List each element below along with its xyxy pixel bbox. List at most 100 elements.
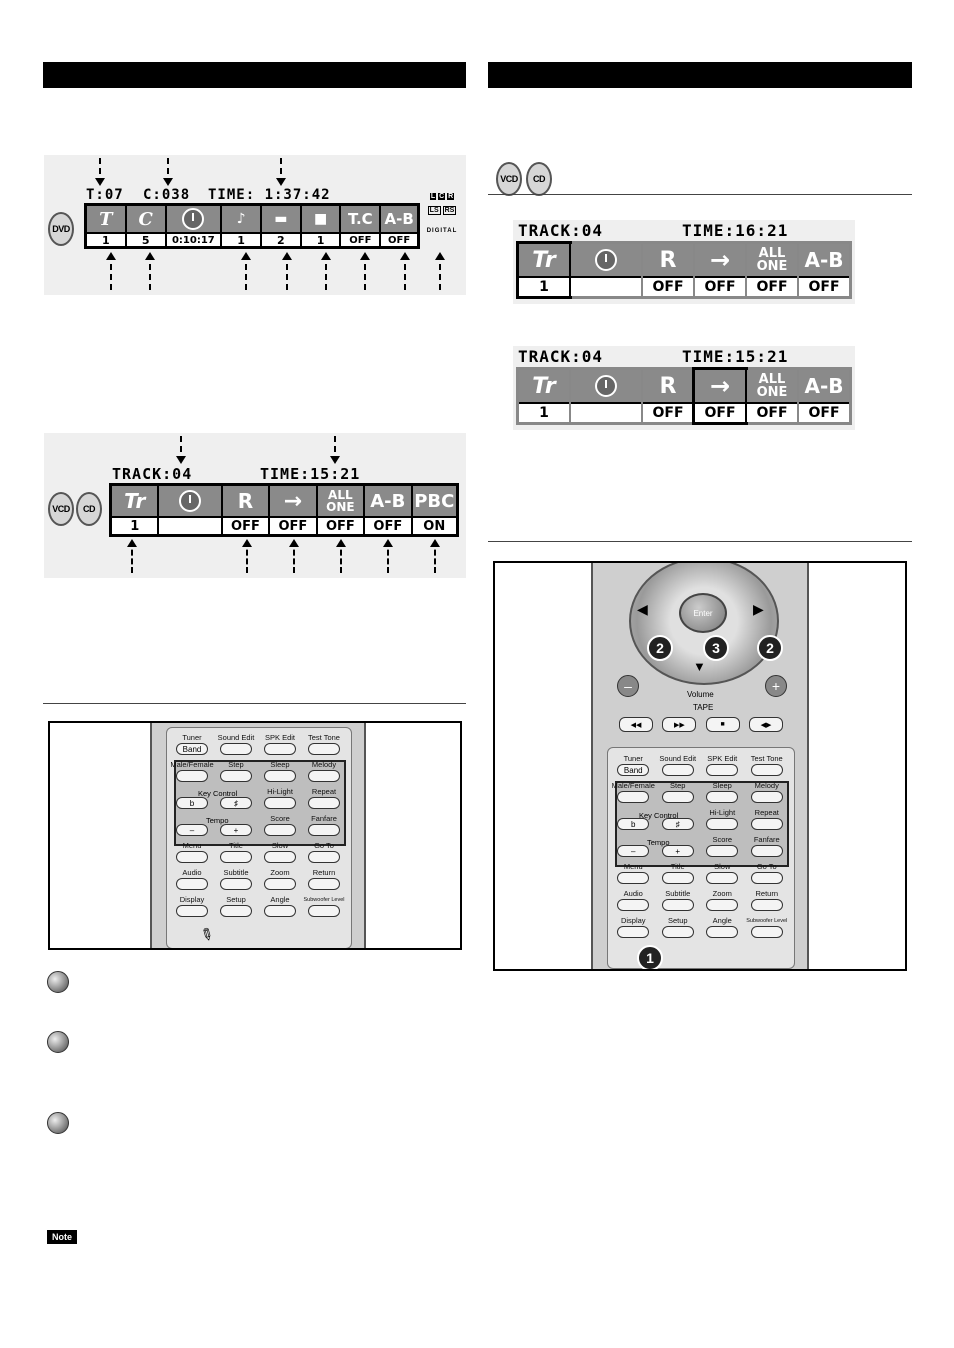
remote-button-cap[interactable] xyxy=(308,770,340,782)
remote-button-cap[interactable]: b xyxy=(176,797,208,809)
remote-button-cap[interactable]: – xyxy=(176,824,208,836)
remote-button[interactable]: Hi-Light xyxy=(704,808,740,830)
remote-button[interactable]: Slow xyxy=(704,862,740,884)
remote-button-cap[interactable] xyxy=(308,905,340,917)
remote-button-cap[interactable]: ♯ xyxy=(220,797,252,809)
remote-button-cap[interactable] xyxy=(750,926,783,938)
remote-button-cap[interactable] xyxy=(750,845,783,857)
remote-button-cap[interactable] xyxy=(308,824,340,836)
remote-button-cap[interactable]: b xyxy=(617,818,650,830)
right-arrow-icon[interactable]: ▶ xyxy=(753,601,764,617)
remote-button[interactable]: Angle xyxy=(704,916,740,938)
remote-button[interactable]: Audio xyxy=(615,889,651,911)
remote-button-cap[interactable]: + xyxy=(220,824,252,836)
remote-button[interactable]: Step xyxy=(218,760,254,782)
remote-button-cap[interactable] xyxy=(706,791,739,803)
navigation-ring[interactable] xyxy=(629,563,779,685)
remote-button[interactable]: Fanfare xyxy=(306,814,342,836)
down-arrow-icon[interactable]: ▼ xyxy=(693,659,706,674)
remote-button-cap[interactable] xyxy=(661,872,694,884)
remote-button-cap[interactable] xyxy=(220,905,252,917)
remote-button[interactable]: Return xyxy=(749,889,785,911)
remote-button-cap[interactable] xyxy=(617,872,650,884)
remote-button-cap[interactable] xyxy=(220,770,252,782)
remote-button-cap[interactable] xyxy=(750,872,783,884)
remote-button[interactable]: Zoom xyxy=(262,868,298,890)
remote-button-cap[interactable] xyxy=(176,770,208,782)
remote-button-cap[interactable] xyxy=(264,743,296,755)
remote-button[interactable]: Male/Female xyxy=(612,781,655,803)
remote-button[interactable]: Repeat xyxy=(749,808,785,830)
left-arrow-icon[interactable]: ◀ xyxy=(637,601,648,617)
remote-button[interactable]: Subtitle xyxy=(660,889,696,911)
remote-button[interactable]: SPK Edit xyxy=(704,754,740,776)
remote-button[interactable]: Male/Female xyxy=(170,760,214,782)
remote-button[interactable]: Go To xyxy=(306,841,342,863)
remote-button[interactable]: Sleep xyxy=(262,760,298,782)
remote-button[interactable]: b xyxy=(615,808,651,830)
remote-button-cap[interactable] xyxy=(706,872,739,884)
remote-button[interactable]: b xyxy=(174,787,210,809)
remote-button-cap[interactable] xyxy=(220,851,252,863)
remote-button[interactable]: Menu xyxy=(174,841,210,863)
remote-button[interactable]: Zoom xyxy=(704,889,740,911)
remote-button[interactable]: Setup xyxy=(660,916,696,938)
remote-button-cap[interactable] xyxy=(706,764,739,776)
remote-button[interactable]: Audio xyxy=(174,868,210,890)
fast-forward-button[interactable]: ▶▶ xyxy=(662,717,697,732)
remote-button-cap[interactable] xyxy=(617,791,650,803)
remote-button[interactable]: Fanfare xyxy=(749,835,785,857)
remote-button[interactable]: Test Tone xyxy=(749,754,785,776)
remote-button-cap[interactable]: ♯ xyxy=(661,818,694,830)
remote-button-cap[interactable] xyxy=(176,878,208,890)
remote-button[interactable]: ♯ xyxy=(218,787,254,809)
remote-button-cap[interactable] xyxy=(264,851,296,863)
remote-button[interactable]: Subwoofer Level xyxy=(746,916,787,938)
remote-button-cap[interactable] xyxy=(617,926,650,938)
remote-button[interactable]: Slow xyxy=(262,841,298,863)
remote-button-cap[interactable] xyxy=(308,851,340,863)
remote-button[interactable]: Sound Edit xyxy=(218,733,254,755)
remote-button[interactable]: Step xyxy=(660,781,696,803)
volume-up-button[interactable]: + xyxy=(765,675,787,697)
remote-button-cap[interactable] xyxy=(706,899,739,911)
remote-button-cap[interactable] xyxy=(264,797,296,809)
remote-button-cap[interactable] xyxy=(264,824,296,836)
remote-button-cap[interactable]: Band xyxy=(617,764,650,776)
remote-button-cap[interactable] xyxy=(176,905,208,917)
remote-button[interactable]: + xyxy=(660,835,696,857)
remote-button[interactable]: Return xyxy=(306,868,342,890)
remote-button[interactable]: Subwoofer Level xyxy=(304,895,345,917)
remote-button-cap[interactable] xyxy=(308,743,340,755)
remote-button[interactable]: Display xyxy=(615,916,651,938)
rewind-button[interactable]: ◀◀ xyxy=(619,717,653,732)
remote-button[interactable]: Score xyxy=(262,814,298,836)
remote-button-cap[interactable] xyxy=(706,845,739,857)
remote-button[interactable]: Test Tone xyxy=(306,733,342,755)
remote-button[interactable]: Display xyxy=(174,895,210,917)
remote-button[interactable]: Repeat xyxy=(306,787,342,809)
remote-button-cap[interactable]: + xyxy=(661,845,694,857)
remote-button-cap[interactable] xyxy=(750,791,783,803)
stop-button[interactable]: ■ xyxy=(705,717,740,732)
remote-button[interactable]: – xyxy=(615,835,651,857)
remote-button-cap[interactable] xyxy=(308,797,340,809)
remote-button-cap[interactable] xyxy=(220,743,252,755)
remote-button-cap[interactable] xyxy=(264,905,296,917)
remote-button-cap[interactable] xyxy=(661,791,694,803)
volume-down-button[interactable]: – xyxy=(617,675,639,697)
remote-button[interactable]: Go To xyxy=(749,862,785,884)
remote-button-cap[interactable]: – xyxy=(617,845,650,857)
remote-button[interactable]: Melody xyxy=(306,760,342,782)
remote-button[interactable]: Setup xyxy=(218,895,254,917)
remote-button-cap[interactable] xyxy=(264,878,296,890)
remote-button[interactable]: Title xyxy=(218,841,254,863)
remote-button[interactable]: Subtitle xyxy=(218,868,254,890)
remote-button-cap[interactable] xyxy=(750,764,783,776)
remote-button-cap[interactable] xyxy=(264,770,296,782)
remote-button-cap[interactable]: Band xyxy=(176,743,208,755)
remote-button[interactable]: ♯ xyxy=(660,808,696,830)
remote-button-cap[interactable] xyxy=(308,878,340,890)
remote-button[interactable]: Score xyxy=(704,835,740,857)
